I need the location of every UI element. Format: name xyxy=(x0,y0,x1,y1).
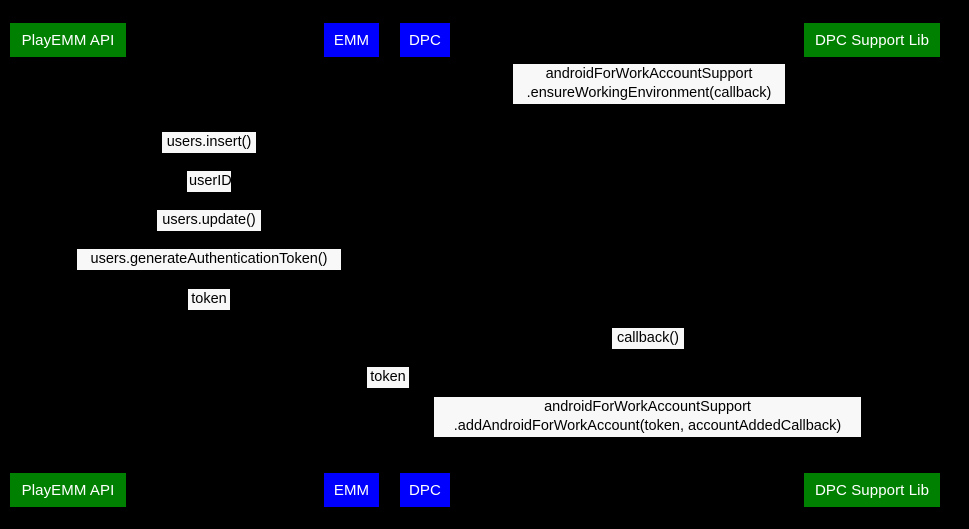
participant-label: EMM xyxy=(333,481,370,499)
participant-emm: EMM xyxy=(324,473,379,507)
participant-label: PlayEMM API xyxy=(21,31,115,49)
participant-dpc: DPC xyxy=(400,473,450,507)
participant-dpc-support-lib: DPC Support Lib xyxy=(804,23,940,57)
message-line: token xyxy=(191,291,227,307)
message-add-android-for-work-account: androidForWorkAccountSupport .addAndroidF… xyxy=(434,397,861,437)
message-users-insert: users.insert() xyxy=(162,132,256,153)
message-line: androidForWorkAccountSupport xyxy=(544,399,751,415)
message-line: .ensureWorkingEnvironment(callback) xyxy=(526,85,772,101)
message-users-update: users.update() xyxy=(157,210,261,231)
message-token-response: token xyxy=(188,289,230,310)
participant-playemm-api: PlayEMM API xyxy=(10,473,126,507)
message-line: users.update() xyxy=(162,212,256,228)
participant-emm: EMM xyxy=(324,23,379,57)
message-line: users.insert() xyxy=(166,134,252,150)
message-token-forward: token xyxy=(367,367,409,388)
participant-label: DPC Support Lib xyxy=(814,481,930,499)
participant-playemm-api: PlayEMM API xyxy=(10,23,126,57)
message-line: token xyxy=(370,369,406,385)
participant-dpc: DPC xyxy=(400,23,450,57)
message-callback: callback() xyxy=(612,328,684,349)
participant-label: DPC xyxy=(409,481,441,499)
participant-label: EMM xyxy=(333,31,370,49)
participant-label: PlayEMM API xyxy=(21,481,115,499)
message-users-generate-authentication-token: users.generateAuthenticationToken() xyxy=(77,249,341,270)
message-line: androidForWorkAccountSupport xyxy=(545,66,753,82)
message-ensure-working-environment: androidForWorkAccountSupport .ensureWorki… xyxy=(513,64,785,104)
participant-label: DPC Support Lib xyxy=(814,31,930,49)
message-line: users.generateAuthenticationToken() xyxy=(90,251,328,267)
message-line: userID xyxy=(189,173,232,189)
message-user-id: userID xyxy=(187,171,232,192)
participant-dpc-support-lib: DPC Support Lib xyxy=(804,473,940,507)
participant-label: DPC xyxy=(409,31,441,49)
message-line: .addAndroidForWorkAccount(token, account… xyxy=(453,418,842,434)
message-line: callback() xyxy=(616,330,680,346)
